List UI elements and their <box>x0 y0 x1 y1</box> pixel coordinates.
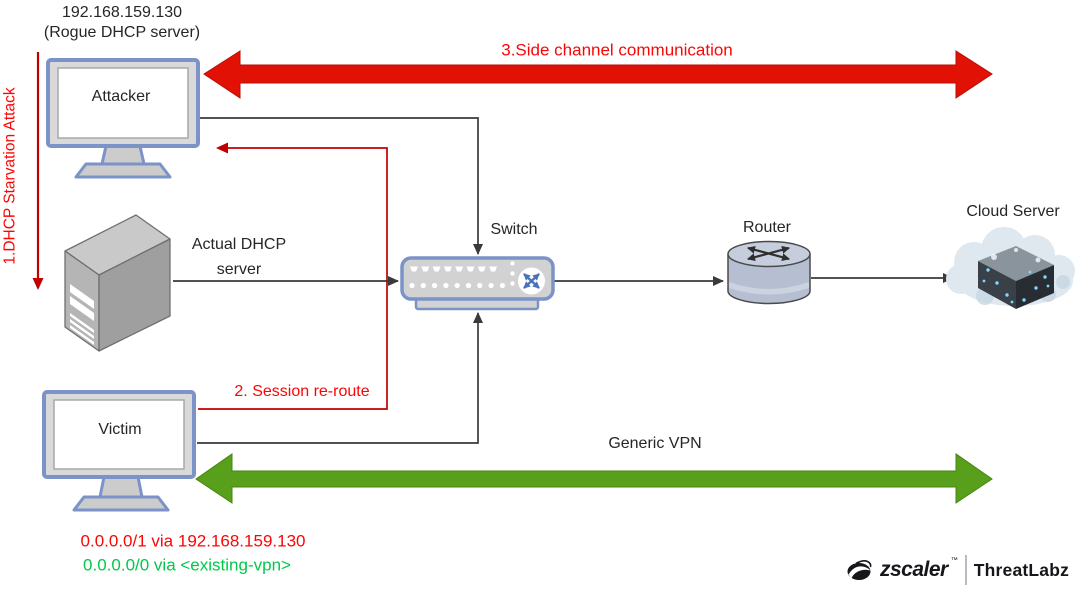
dhcp-server-label-line1: Actual DHCP <box>191 236 287 253</box>
logo-divider <box>964 555 967 585</box>
router-label: Router <box>742 219 792 236</box>
victim-label: Victim <box>98 421 142 438</box>
attacker-monitor-icon <box>46 58 200 179</box>
switch-icon <box>400 256 555 311</box>
attacker-ip-label: 192.168.159.130 <box>61 4 183 21</box>
cloud-server-label: Cloud Server <box>966 203 1060 220</box>
generic-vpn-label: Generic VPN <box>608 435 702 452</box>
dhcp-server-tower-icon <box>64 214 171 352</box>
victim-monitor-icon <box>42 390 196 512</box>
zscaler-wordmark: zscaler <box>880 558 948 581</box>
generic-vpn-arrow <box>195 453 993 504</box>
switch-label: Switch <box>490 221 538 238</box>
side-channel-arrow <box>203 50 993 99</box>
step3-side-channel-label: 3.Side channel communication <box>501 40 733 60</box>
cloud-server-icon <box>946 227 1075 309</box>
route-original-label: 0.0.0.0/0 via <existing-vpn> <box>83 555 291 575</box>
zscaler-threatlabz-logo: zscaler ™ ThreatLabz <box>846 551 1069 589</box>
switch-crossed-arrows-icon <box>523 273 540 289</box>
session-reroute-path <box>198 142 388 410</box>
trademark-symbol: ™ <box>950 557 958 564</box>
attacker-label: Attacker <box>91 88 151 105</box>
route-hijacked-label: 0.0.0.0/1 via 192.168.159.130 <box>80 531 306 551</box>
step2-reroute-label: 2. Session re-route <box>234 383 370 400</box>
router-icon <box>727 240 811 305</box>
connector-attacker-switch <box>198 117 483 255</box>
step1-starvation-label: 1.DHCP Starvation Attack <box>1 87 19 265</box>
attacker-role-label: (Rogue DHCP server) <box>43 24 201 41</box>
dhcp-server-label-line2: server <box>216 261 262 278</box>
threatlabz-wordmark: ThreatLabz <box>973 559 1070 580</box>
dhcp-server-label: Actual DHCP server <box>192 232 286 282</box>
connector-victim-switch <box>197 312 483 444</box>
zscaler-cloud-icon <box>847 560 872 580</box>
router-crossed-arrows-icon <box>747 245 790 262</box>
